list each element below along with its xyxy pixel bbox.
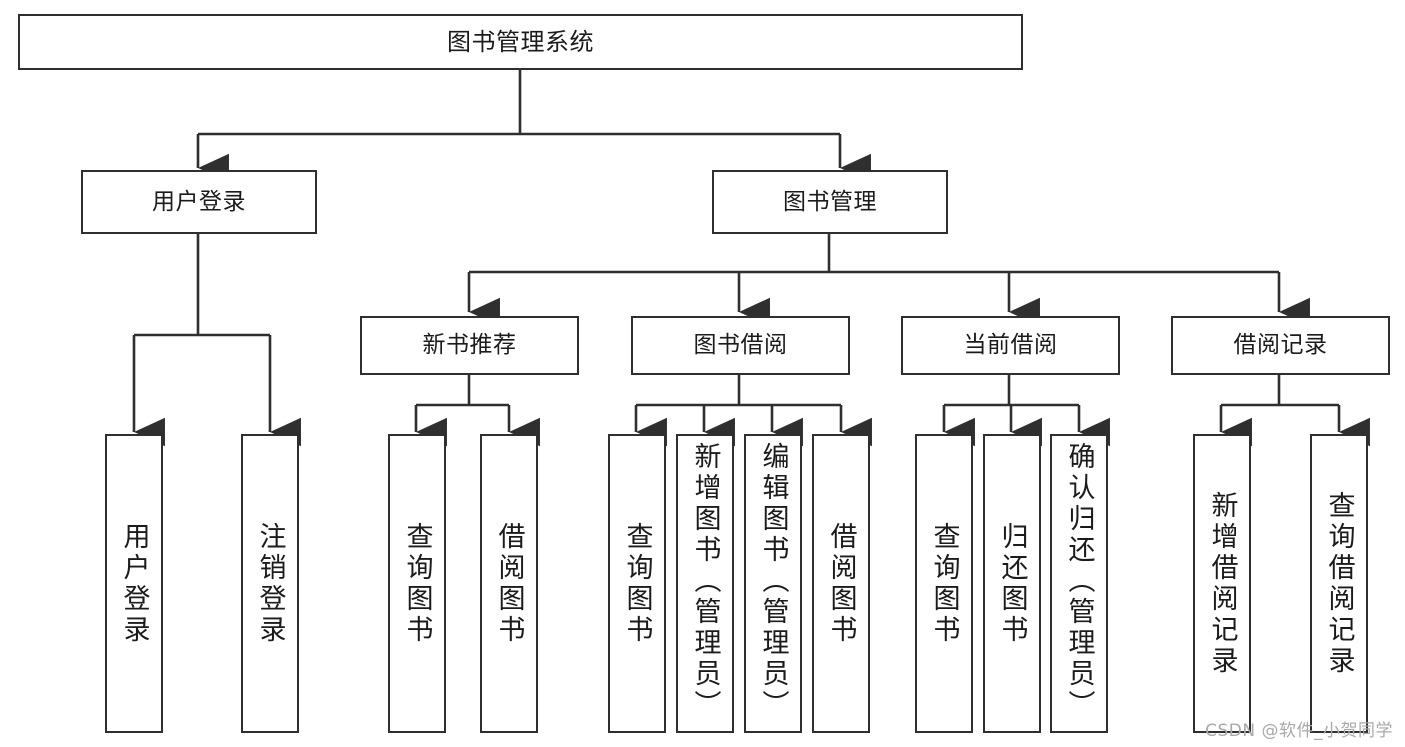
leaf-recommend-borrow-book[interactable]: 借阅图书 [480, 434, 538, 733]
node-label: 编辑图书（管理员） [757, 442, 789, 721]
watermark-text: CSDN @软件_小贺同学 [1205, 721, 1393, 741]
leaf-current-query-book[interactable]: 查询图书 [915, 434, 973, 733]
leaf-recommend-query-book[interactable]: 查询图书 [388, 434, 446, 733]
leaf-user-login-login[interactable]: 用户登录 [105, 434, 163, 733]
node-label: 查询图书 [928, 521, 960, 646]
node-current-borrow[interactable]: 当前借阅 [901, 316, 1120, 375]
node-book-management[interactable]: 图书管理 [712, 170, 948, 234]
node-label: 借阅记录 [1233, 332, 1328, 358]
node-label: 查询借阅记录 [1323, 490, 1355, 677]
node-label: 图书管理 [783, 188, 877, 215]
node-label: 确认归还（管理员） [1063, 442, 1095, 721]
node-label: 用户登录 [152, 188, 246, 215]
node-label: 当前借阅 [963, 332, 1058, 358]
node-label: 新增借阅记录 [1206, 490, 1238, 677]
node-label: 借阅图书 [825, 521, 857, 646]
node-borrow-record[interactable]: 借阅记录 [1171, 316, 1390, 375]
node-label: 用户登录 [118, 521, 150, 646]
leaf-record-add-record[interactable]: 新增借阅记录 [1193, 434, 1251, 733]
node-label: 借阅图书 [493, 521, 525, 646]
leaf-current-return-book[interactable]: 归还图书 [983, 434, 1041, 733]
node-label: 注销登录 [254, 521, 286, 646]
node-label: 图书管理系统 [447, 28, 594, 56]
node-root-book-management-system[interactable]: 图书管理系统 [18, 14, 1023, 70]
leaf-borrow-borrow-book[interactable]: 借阅图书 [812, 434, 870, 733]
node-label: 查询图书 [401, 521, 433, 646]
node-label: 归还图书 [996, 521, 1028, 646]
node-label: 查询图书 [621, 521, 653, 646]
leaf-user-login-logout[interactable]: 注销登录 [241, 434, 299, 733]
node-label: 新书推荐 [422, 332, 517, 358]
leaf-borrow-query-book[interactable]: 查询图书 [608, 434, 666, 733]
node-user-login[interactable]: 用户登录 [81, 170, 317, 234]
node-label: 新增图书（管理员） [689, 442, 721, 721]
node-label: 图书借阅 [693, 332, 788, 358]
node-book-borrow[interactable]: 图书借阅 [631, 316, 850, 375]
leaf-borrow-add-book-admin[interactable]: 新增图书（管理员） [676, 434, 734, 733]
leaf-borrow-edit-book-admin[interactable]: 编辑图书（管理员） [744, 434, 802, 733]
node-new-book-recommend[interactable]: 新书推荐 [360, 316, 579, 375]
leaf-record-query-record[interactable]: 查询借阅记录 [1310, 434, 1368, 733]
leaf-current-confirm-return-admin[interactable]: 确认归还（管理员） [1050, 434, 1108, 733]
